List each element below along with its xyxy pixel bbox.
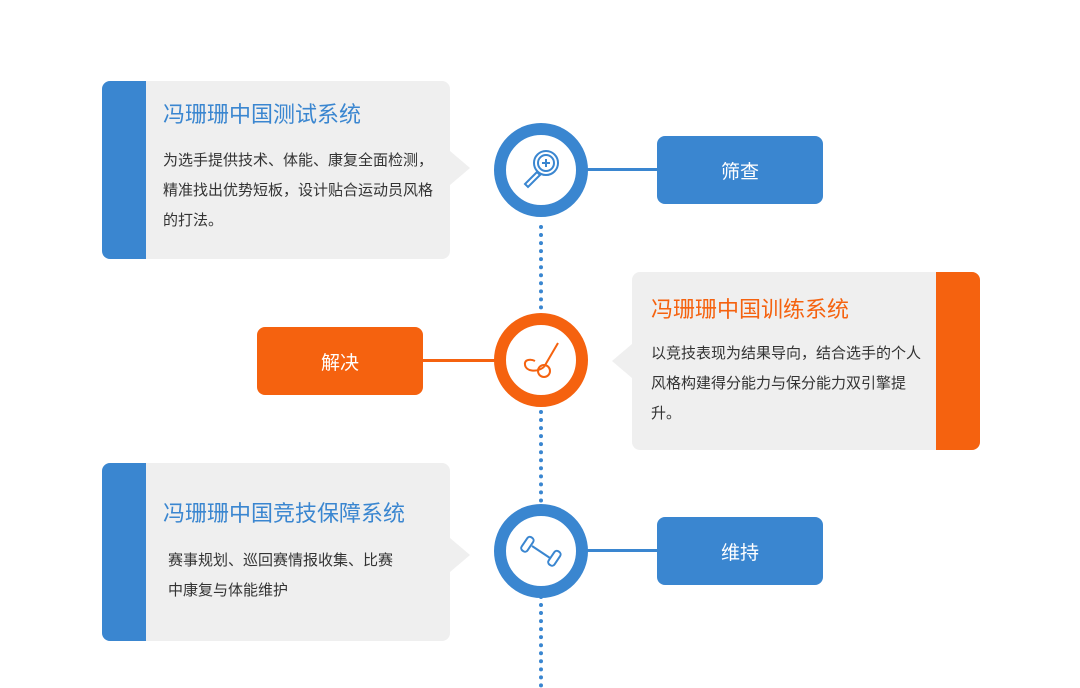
card-body: 赛事规划、巡回赛情报收集、比赛中康复与体能维护 (168, 551, 394, 599)
card-pointer (450, 151, 470, 185)
golf-club-icon (494, 313, 588, 407)
connector (580, 168, 660, 171)
card-title: 冯珊珊中国竞技保障系统 (163, 502, 406, 527)
card-training-system: 冯珊珊中国训练系统 以竞技表现为结果导向，结合选手的个人风格构建得分能力与保分能… (612, 272, 980, 450)
card-testing-system: 冯珊珊中国测试系统 为选手提供技术、体能、康复全面检测，精准找出优势短板，设计贴… (102, 81, 470, 259)
card-stripe (102, 81, 146, 259)
card-title: 冯珊珊中国训练系统 (651, 298, 850, 323)
screening-button[interactable]: 筛查 (657, 136, 823, 204)
card-pointer (450, 538, 470, 572)
connector (580, 549, 660, 552)
timeline-dotted-line (539, 225, 543, 688)
dumbbell-icon (494, 504, 588, 598)
card-body: 为选手提供技术、体能、康复全面检测，精准找出优势短板，设计贴合运动员风格的打法。 (163, 151, 434, 229)
card-competition-support-system: 冯珊珊中国竞技保障系统 赛事规划、巡回赛情报收集、比赛中康复与体能维护 (102, 463, 470, 641)
connector (420, 359, 500, 362)
maintain-button[interactable]: 维持 (657, 517, 823, 585)
magnifier-plus-icon (494, 123, 588, 217)
card-pointer (612, 344, 632, 378)
card-body: 以竞技表现为结果导向，结合选手的个人风格构建得分能力与保分能力双引擎提升。 (651, 344, 922, 422)
card-title: 冯珊珊中国测试系统 (163, 103, 362, 128)
solve-button[interactable]: 解决 (257, 327, 423, 395)
card-stripe (102, 463, 146, 641)
card-stripe (936, 272, 980, 450)
